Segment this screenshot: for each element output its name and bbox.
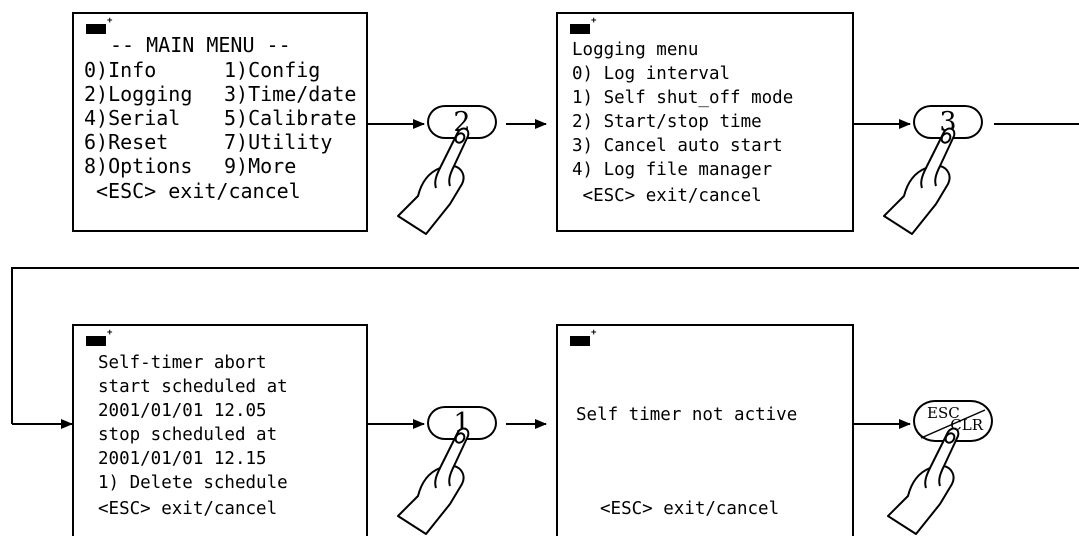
pointing-hand-icon bbox=[397, 427, 470, 535]
battery-icon bbox=[570, 328, 596, 346]
menu-item-config: 1)Config bbox=[224, 58, 321, 82]
menu-item-cancel-auto-start: 3) Cancel auto start bbox=[572, 136, 783, 156]
pointing-hand-icon bbox=[883, 127, 956, 235]
menu-item-logging: 2)Logging bbox=[84, 82, 193, 106]
menu-item-start-stop-time: 2) Start/stop time bbox=[572, 112, 762, 132]
key-divider bbox=[920, 409, 986, 439]
battery-icon bbox=[570, 16, 596, 34]
connector-line bbox=[11, 267, 1079, 424]
logging-menu-title: Logging menu bbox=[572, 40, 699, 60]
menu-item-options: 8)Options bbox=[84, 154, 193, 178]
battery-icon bbox=[86, 16, 112, 34]
main-menu-screen: -- MAIN MENU -- 0)Info 1)Config 2)Loggin… bbox=[72, 12, 368, 232]
main-menu-title: -- MAIN MENU -- bbox=[110, 33, 291, 57]
self-timer-screen: Self-timer abort start scheduled at 2001… bbox=[72, 324, 368, 536]
menu-item-more: 9)More bbox=[224, 154, 297, 178]
menu-item-reset: 6)Reset bbox=[84, 130, 169, 154]
menu-item-log-interval: 0) Log interval bbox=[572, 64, 731, 84]
menu-item-time-date: 3)Time/date bbox=[224, 82, 357, 106]
start-scheduled-label: start scheduled at bbox=[98, 377, 288, 397]
menu-item-self-shutoff: 1) Self shut_off mode bbox=[572, 88, 794, 108]
esc-label: ESC bbox=[927, 404, 960, 422]
menu-item-utility: 7)Utility bbox=[224, 130, 333, 154]
not-active-message: Self timer not active bbox=[576, 405, 798, 425]
menu-item-info: 0)Info bbox=[84, 58, 157, 82]
exit-cancel-hint: <ESC> exit/cancel bbox=[98, 499, 278, 519]
exit-cancel-hint: <ESC> exit/cancel bbox=[600, 499, 780, 519]
battery-icon bbox=[86, 328, 112, 346]
menu-item-log-file-manager: 4) Log file manager bbox=[572, 160, 773, 180]
clr-label: CLR bbox=[950, 416, 983, 434]
logging-menu-screen: Logging menu 0) Log interval 1) Self shu… bbox=[556, 12, 854, 232]
not-active-screen: Self timer not active <ESC> exit/cancel bbox=[556, 324, 854, 536]
pointing-hand-icon bbox=[397, 127, 470, 235]
stop-scheduled-label: stop scheduled at bbox=[98, 425, 278, 445]
menu-item-delete-schedule: 1) Delete schedule bbox=[98, 473, 288, 493]
exit-cancel-hint: <ESC> exit/cancel bbox=[96, 179, 301, 203]
exit-cancel-hint: <ESC> exit/cancel bbox=[572, 186, 762, 206]
pointing-hand-icon bbox=[887, 427, 960, 535]
stop-scheduled-time: 2001/01/01 12.15 bbox=[98, 449, 267, 469]
start-scheduled-time: 2001/01/01 12.05 bbox=[98, 401, 267, 421]
menu-item-calibrate: 5)Calibrate bbox=[224, 106, 357, 130]
menu-item-serial: 4)Serial bbox=[84, 106, 181, 130]
self-timer-title: Self-timer abort bbox=[98, 353, 267, 373]
